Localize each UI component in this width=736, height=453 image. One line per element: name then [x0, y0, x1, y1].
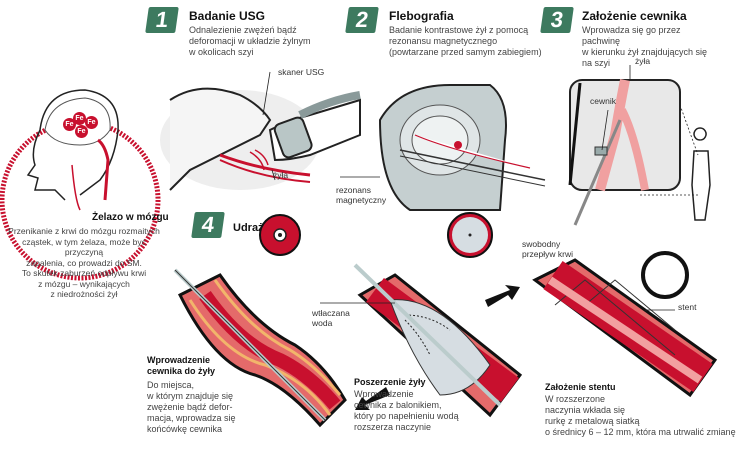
step-2-title: Flebografia: [389, 9, 454, 23]
iron-panel-title: Żelazo w mózgu: [92, 212, 169, 223]
fe-atom: Fe: [85, 116, 98, 129]
stent-label: stent: [678, 302, 697, 312]
fe-atom: Fe: [75, 125, 88, 138]
fe-atom: Fe: [63, 118, 76, 131]
substep-2-description: Wprowadzenie cewnika z balonikiem, który…: [354, 389, 459, 432]
water-label: wtłaczana woda: [312, 308, 350, 328]
usg-vein-label: żyła: [273, 170, 289, 180]
catheter-illustration: [568, 65, 711, 226]
catheter-label: cewnik: [590, 96, 616, 106]
step-1-description: Odnalezienie zwężeń bądź deforomacji w u…: [189, 25, 311, 57]
step-3-description: Wprowadza się go przez pachwinę w kierun…: [582, 25, 708, 68]
iron-atoms: Fe Fe Fe Fe: [63, 112, 103, 142]
vessel-balloon-illustration: [320, 212, 523, 418]
mri-label: rezonans magnetyczny: [336, 185, 387, 205]
fe-atom: Fe: [73, 112, 86, 125]
substep-2-title: Poszerzenie żyły: [354, 377, 426, 387]
step-3-title: Założenie cewnika: [582, 9, 687, 23]
step-4-badge: 4: [191, 212, 225, 238]
step-3-badge: 3: [540, 7, 574, 33]
usg-illustration: [160, 71, 361, 191]
step-1-badge: 1: [145, 7, 179, 33]
substep-3-title: Założenie stentu: [545, 382, 616, 392]
vessel-catheter-illustration: [173, 214, 347, 428]
usg-scanner-label: skaner USG: [278, 67, 325, 77]
step-3-vein-label: żyła: [635, 56, 651, 66]
iron-panel-description: Przenikanie z krwi do mózgu rozmaitych c…: [8, 226, 160, 299]
mri-illustration: [340, 84, 546, 211]
step-2-description: Badanie kontrastowe żył z pomocą rezonan…: [389, 25, 542, 57]
substep-1-title: Wprowadzenie cewnika do żyły: [147, 355, 216, 376]
step-2-badge: 2: [345, 7, 379, 33]
substep-3-description: W rozszerzone naczynia wkłada się rurkę …: [545, 394, 736, 437]
substep-1-description: Do miejsca, w którym znajduje się zwężen…: [147, 380, 236, 434]
step-1-title: Badanie USG: [189, 9, 266, 23]
flow-label: swobodny przepływ krwi: [522, 239, 574, 259]
vessel-stent-illustration: [532, 251, 718, 398]
